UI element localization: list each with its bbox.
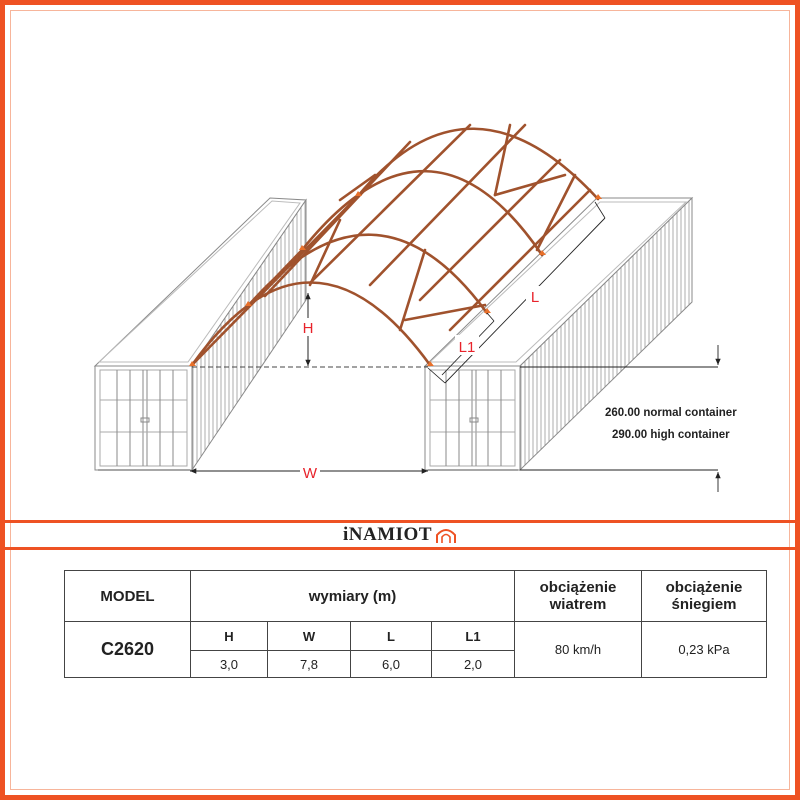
container-shelter-diagram: H W L L1	[93, 123, 721, 492]
arch-truss	[190, 123, 600, 367]
header-wind-load: obciążenie wiatrem	[514, 570, 642, 622]
left-container	[93, 197, 307, 472]
label-L: L	[531, 289, 539, 306]
dim-value-L1: 2,0	[431, 650, 515, 678]
label-H: H	[303, 320, 314, 337]
label-W: W	[303, 465, 318, 482]
dim-value-H: 3,0	[190, 650, 268, 678]
dim-value-L: 6,0	[350, 650, 432, 678]
height-dimension: H	[300, 293, 316, 366]
spec-table: MODEL wymiary (m) obciążenie wiatrem obc…	[64, 570, 767, 678]
wind-load-value: 80 km/h	[514, 621, 642, 678]
snow-load-value: 0,23 kPa	[641, 621, 767, 678]
header-model: MODEL	[64, 570, 191, 622]
l1-dimension: L1	[441, 312, 495, 376]
divider-top	[5, 520, 795, 523]
dim-key-L1: L1	[431, 621, 515, 651]
label-L1: L1	[459, 339, 476, 356]
height-note-normal: 260.00 normal container	[605, 407, 737, 419]
tent-arch-icon	[436, 529, 456, 543]
length-dimension: L	[427, 201, 606, 384]
height-note-high: 290.00 high container	[612, 429, 730, 441]
model-value: C2620	[64, 621, 191, 678]
dim-key-W: W	[267, 621, 351, 651]
dim-value-W: 7,8	[267, 650, 351, 678]
truss-feet	[189, 191, 602, 366]
header-dimensions: wymiary (m)	[190, 570, 515, 622]
header-snow-load: obciążenie śniegiem	[641, 570, 767, 622]
container-height-marker	[520, 345, 721, 492]
dim-key-H: H	[190, 621, 268, 651]
right-container	[423, 196, 694, 472]
brand-logo: iNAMIOT	[0, 523, 800, 547]
brand-name: iNAMIOT	[343, 524, 432, 545]
divider-bottom	[5, 547, 795, 550]
width-dimension: W	[190, 465, 428, 482]
dim-key-L: L	[350, 621, 432, 651]
